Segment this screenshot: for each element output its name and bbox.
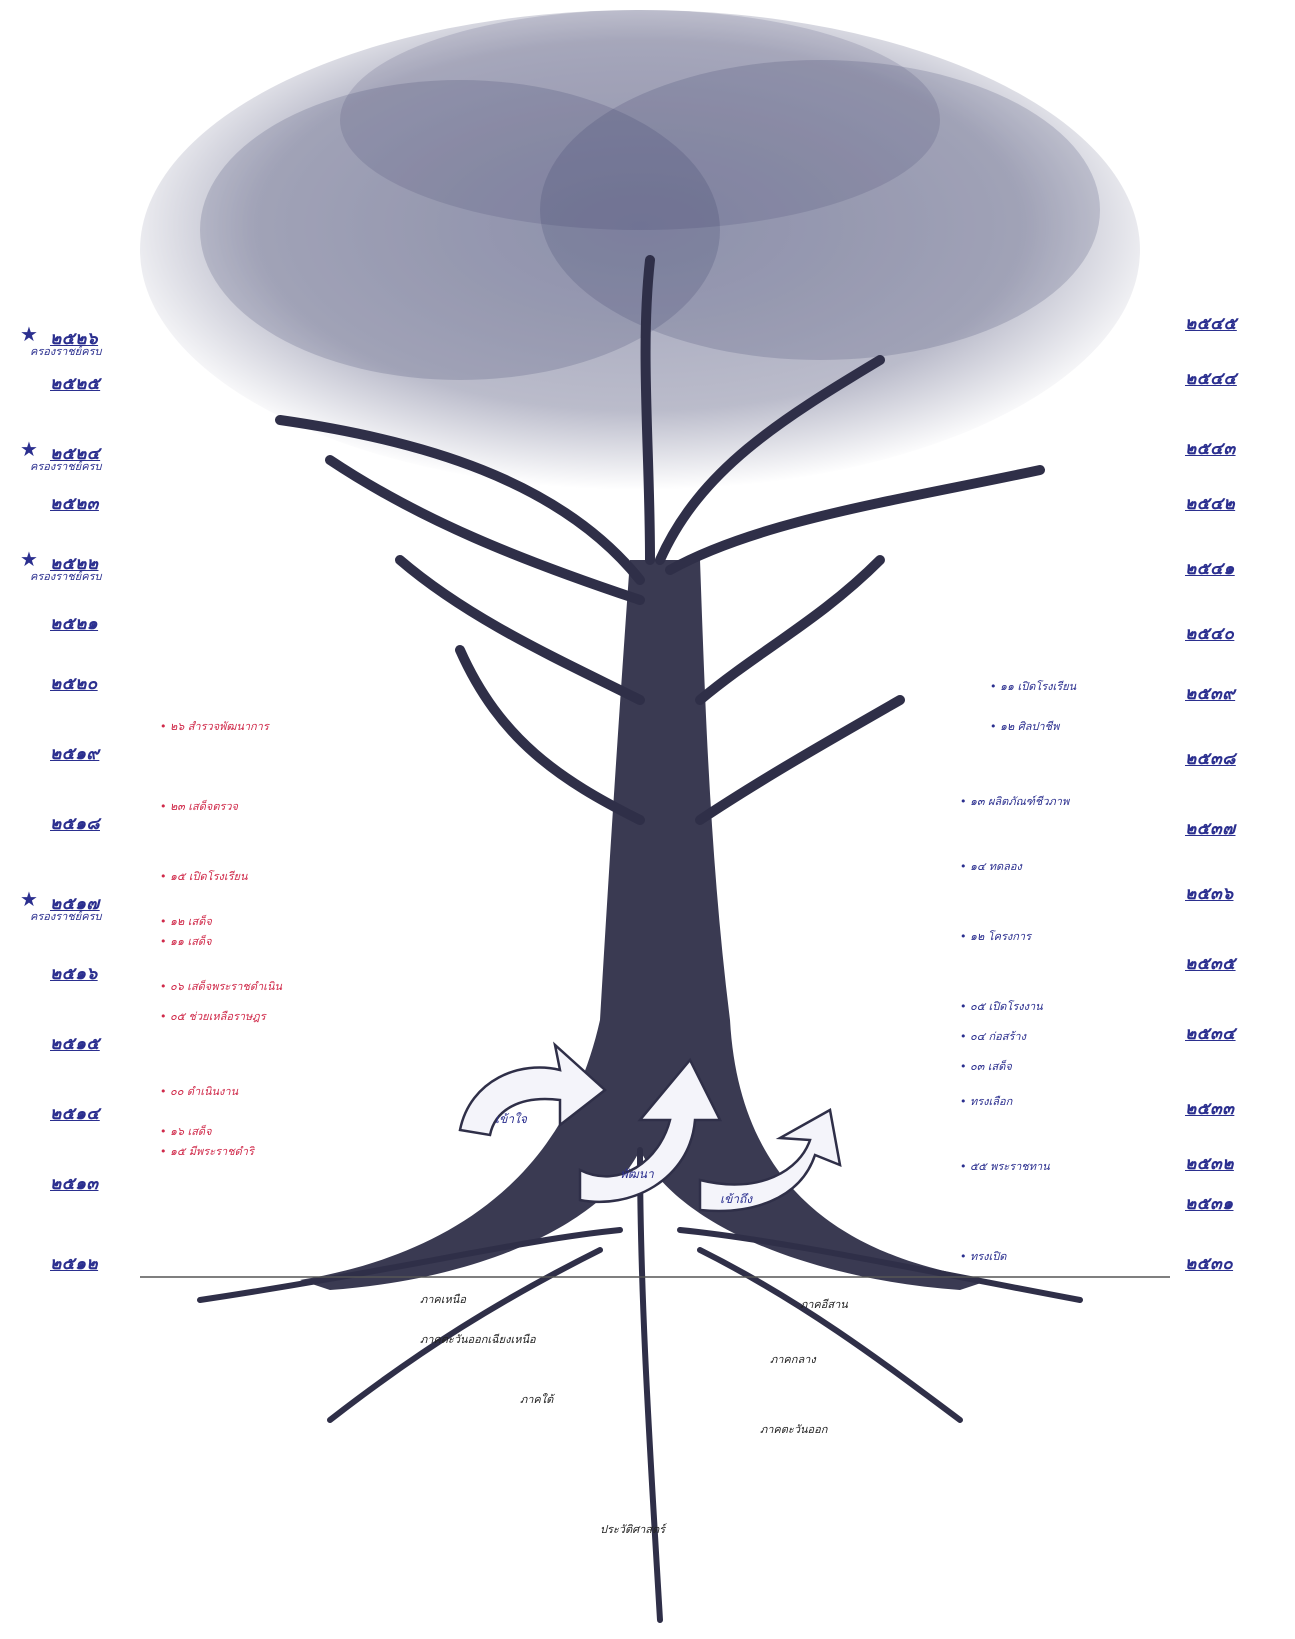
year-right-3: ๒๕๔๓ <box>1185 435 1236 462</box>
note-right-6: • ๐๕ เปิดโรงงาน <box>960 1000 1043 1013</box>
year-left-2: ๒๕๒๕ <box>50 370 100 397</box>
year-left-7: ๒๕๒๐ <box>50 670 98 697</box>
year-note: ครองราชย์ครบ <box>30 910 120 923</box>
root-label-2: ภาคอีสาน <box>800 1295 848 1313</box>
root-label-3: ภาคตะวันออกเฉียงเหนือ <box>420 1330 536 1348</box>
year-left-14: ๒๕๑๓ <box>50 1170 98 1197</box>
year-left-9: ๒๕๑๘ <box>50 810 100 837</box>
note-left-6: • ๐๖ เสด็จพระราชดำเนิน <box>160 980 282 993</box>
arrow-label-develop: พัฒนา <box>620 1165 654 1184</box>
year-right-7: ๒๕๓๙ <box>1185 680 1235 707</box>
arrow-label-understand: เข้าใจ <box>495 1110 527 1129</box>
year-right-1: ๒๕๔๕ <box>1185 310 1237 337</box>
note-right-9: • ทรงเลือก <box>960 1095 1012 1108</box>
note-left-1: • ๒๖ สำรวจพัฒนาการ <box>160 720 269 733</box>
note-left-4: • ๑๒ เสด็จ <box>160 915 212 928</box>
note-right-4: • ๑๔ ทดลอง <box>960 860 1022 873</box>
year-right-13: ๒๕๓๓ <box>1185 1095 1234 1122</box>
year-right-5: ๒๕๔๑ <box>1185 555 1235 582</box>
note-left-2: • ๒๓ เสด็จตรวจ <box>160 800 238 813</box>
note-right-8: • ๐๓ เสด็จ <box>960 1060 1012 1073</box>
note-right-7: • ๐๔ ก่อสร้าง <box>960 1030 1026 1043</box>
note-left-9: • ๑๖ เสด็จ <box>160 1125 212 1138</box>
star-icon: ★ <box>20 887 38 911</box>
star-icon: ★ <box>20 322 38 346</box>
year-right-11: ๒๕๓๕ <box>1185 950 1236 977</box>
year-right-6: ๒๕๔๐ <box>1185 620 1234 647</box>
note-left-10: • ๑๕ มีพระราชดำริ <box>160 1145 254 1158</box>
trunk <box>600 560 730 1020</box>
year-right-16: ๒๕๓๐ <box>1185 1250 1233 1277</box>
year-note: ครองราชย์ครบ <box>30 570 120 583</box>
note-left-8: • ๐๐ ดำเนินงาน <box>160 1085 238 1098</box>
note-right-2: • ๑๒ ศิลปาชีพ <box>990 720 1059 733</box>
year-left-4: ๒๕๒๓ <box>50 490 99 517</box>
note-right-3: • ๑๓ ผลิตภัณฑ์ชีวภาพ <box>960 795 1069 808</box>
root-label-7: ประวัติศาสตร์ <box>600 1520 665 1538</box>
root-label-5: ภาคกลาง <box>770 1350 816 1368</box>
year-left-12: ๒๕๑๕ <box>50 1030 100 1057</box>
star-icon: ★ <box>20 547 38 571</box>
year-right-8: ๒๕๓๘ <box>1185 745 1236 772</box>
year-right-2: ๒๕๔๔ <box>1185 365 1237 392</box>
note-right-1: • ๑๑ เปิดโรงเรียน <box>990 680 1076 693</box>
year-left-13: ๒๕๑๔ <box>50 1100 100 1127</box>
year-left-8: ๒๕๑๙ <box>50 740 99 767</box>
arrow-label-reach: เข้าถึง <box>720 1190 752 1209</box>
year-right-15: ๒๕๓๑ <box>1185 1190 1233 1217</box>
root-label-4: ภาคใต้ <box>520 1390 553 1408</box>
note-right-5: • ๑๒ โครงการ <box>960 930 1031 943</box>
note-left-3: • ๑๕ เปิดโรงเรียน <box>160 870 248 883</box>
year-left-11: ๒๕๑๖ <box>50 960 98 987</box>
year-right-10: ๒๕๓๖ <box>1185 880 1233 907</box>
note-left-7: • ๐๕ ช่วยเหลือราษฎร <box>160 1010 266 1023</box>
note-right-10: • ๕๕ พระราชทาน <box>960 1160 1050 1173</box>
year-note: ครองราชย์ครบ <box>30 460 120 473</box>
star-icon: ★ <box>20 437 38 461</box>
year-note: ครองราชย์ครบ <box>30 345 120 358</box>
note-left-5: • ๑๑ เสด็จ <box>160 935 212 948</box>
note-right-11: • ทรงเปิด <box>960 1250 1006 1263</box>
year-right-9: ๒๕๓๗ <box>1185 815 1235 842</box>
year-left-15: ๒๕๑๒ <box>50 1250 98 1277</box>
year-right-12: ๒๕๓๔ <box>1185 1020 1236 1047</box>
year-left-6: ๒๕๒๑ <box>50 610 98 637</box>
root-label-6: ภาคตะวันออก <box>760 1420 827 1438</box>
year-right-14: ๒๕๓๒ <box>1185 1150 1234 1177</box>
root-label-1: ภาคเหนือ <box>420 1290 466 1308</box>
year-right-4: ๒๕๔๒ <box>1185 490 1235 517</box>
